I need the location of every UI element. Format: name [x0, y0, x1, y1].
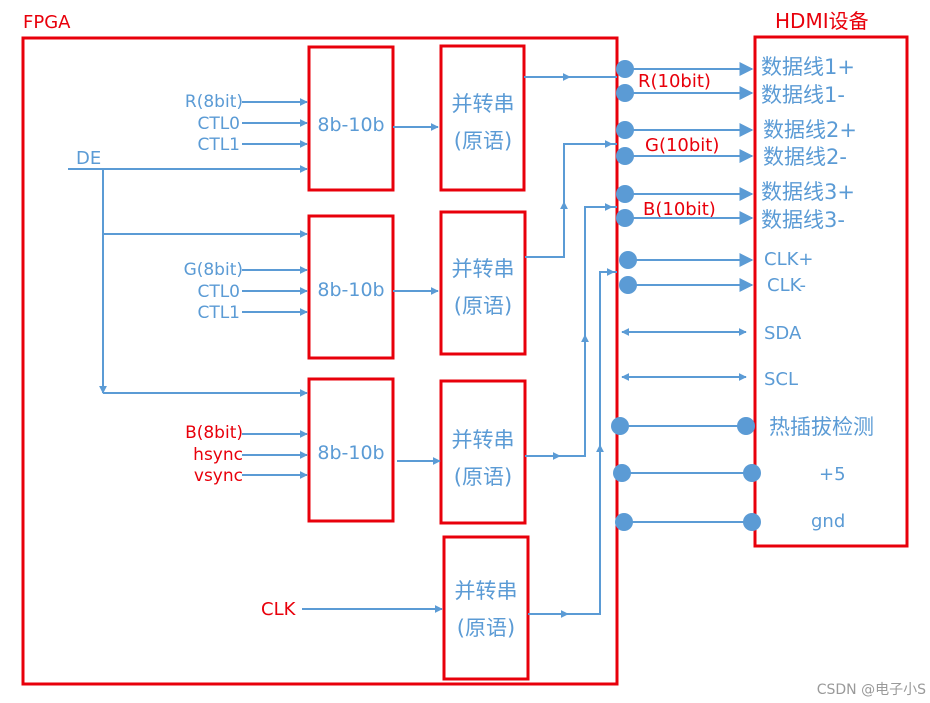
- hdmi-connections: [620, 62, 754, 523]
- encoder-2-input-1: G(8bit): [184, 260, 243, 280]
- serializer-line1: 并转串: [455, 579, 518, 603]
- pin-sda: SDA: [764, 323, 802, 344]
- serializer-box: [439, 210, 527, 356]
- de-signal-lines: [68, 165, 308, 397]
- serializer-box: [439, 44, 526, 192]
- encoder-box: [307, 377, 395, 523]
- pin-plus5: +5: [819, 464, 846, 485]
- hdmi-device-box: [753, 35, 909, 548]
- pin-clk-minus: CLK-: [767, 275, 806, 296]
- encoder-3: 8b-10b: [307, 377, 395, 523]
- channel-label-b: B(10bit): [643, 199, 716, 220]
- encoder-1-input-2: CTL0: [197, 114, 240, 134]
- serializer-3: 并转串 (原语): [439, 379, 527, 525]
- pin-clk-plus: CLK+: [764, 249, 813, 270]
- encoder-input-arrows: [242, 98, 308, 479]
- encoder-3-input-3: vsync: [194, 466, 243, 486]
- hdmi-pin-labels: 数据线1+ 数据线1- 数据线2+ 数据线2- 数据线3+ 数据线3- CLK+…: [761, 55, 874, 532]
- hdmi-device-label: HDMI设备: [775, 9, 869, 33]
- clk-label: CLK: [261, 599, 297, 620]
- serializer-line2: (原语): [457, 616, 515, 640]
- encoder-box: [307, 45, 395, 192]
- serializer-line2: (原语): [454, 129, 512, 153]
- serializer-line1: 并转串: [452, 257, 515, 281]
- serializer-line2: (原语): [454, 294, 512, 318]
- encoder-3-input-2: hsync: [193, 445, 243, 465]
- serializer-4: 并转串 (原语): [442, 535, 530, 681]
- fpga-box: [21, 36, 619, 686]
- serializer-output-routing: [524, 73, 617, 618]
- pin-data2-minus: 数据线2-: [763, 145, 847, 169]
- encoder-box: [307, 214, 395, 360]
- pin-data1-plus: 数据线1+: [761, 55, 855, 79]
- pin-gnd: gnd: [811, 511, 845, 532]
- serializer-box: [439, 379, 527, 525]
- channel-label-r: R(10bit): [638, 71, 711, 92]
- encoder-to-serializer-arrows: [393, 123, 441, 465]
- serializer-line1: 并转串: [452, 428, 515, 452]
- serializer-box: [442, 535, 530, 681]
- encoder-3-input-1: B(8bit): [185, 423, 243, 443]
- encoder-2: 8b-10b: [307, 214, 395, 360]
- serializer-2: 并转串 (原语): [439, 210, 527, 356]
- channel-label-g: G(10bit): [645, 135, 719, 156]
- serializer-line1: 并转串: [452, 92, 515, 116]
- encoder-2-input-3: CTL1: [197, 303, 240, 323]
- pin-data3-plus: 数据线3+: [761, 180, 855, 204]
- fpga-label: FPGA: [23, 12, 71, 33]
- pin-scl: SCL: [764, 369, 798, 390]
- encoder-label: 8b-10b: [317, 442, 384, 464]
- encoder-2-input-2: CTL0: [197, 282, 240, 302]
- de-label: DE: [76, 148, 101, 169]
- encoder-1-input-3: CTL1: [197, 135, 240, 155]
- encoder-label: 8b-10b: [317, 279, 384, 301]
- pin-hot-plug-detect: 热插拔检测: [769, 415, 874, 439]
- watermark: CSDN @电子小S: [817, 682, 926, 698]
- pin-data3-minus: 数据线3-: [761, 208, 845, 232]
- pin-data1-minus: 数据线1-: [761, 83, 845, 107]
- connection-dots: [611, 60, 761, 531]
- encoder-1-input-1: R(8bit): [185, 92, 243, 112]
- encoder-label: 8b-10b: [317, 114, 384, 136]
- serializer-1: 并转串 (原语): [439, 44, 526, 192]
- pin-data2-plus: 数据线2+: [763, 118, 857, 142]
- serializer-line2: (原语): [454, 465, 512, 489]
- encoder-1: 8b-10b: [307, 45, 395, 192]
